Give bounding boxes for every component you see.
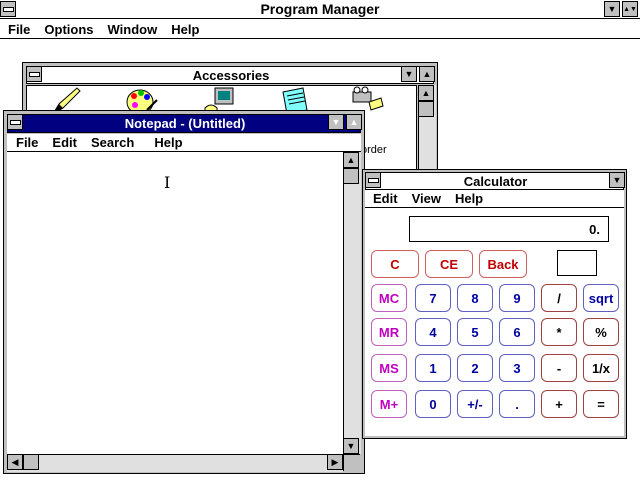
notepad-scroll-left-icon[interactable]: ◀ [7,454,23,470]
notepad-vscroll-thumb[interactable] [343,168,359,184]
digit-1-button[interactable]: 1 [415,354,451,382]
accessories-titlebar[interactable]: Accessories ▼ ▲ [26,66,435,84]
notepad-horizontal-scrollbar[interactable]: ◀ ▶ [7,454,343,472]
sign-button[interactable]: +/- [457,390,493,418]
notepad-titlebar[interactable]: Notepad - (Untitled) ▼ ▲ [7,114,362,133]
divide-button[interactable]: / [541,284,577,312]
digit-6-button[interactable]: 6 [499,318,535,346]
accessories-minimize-icon[interactable]: ▼ [401,66,417,82]
menu-options[interactable]: Options [44,21,94,37]
notepad-menu-help[interactable]: Help [154,135,183,150]
notepad-menu-search[interactable]: Search [90,135,135,150]
calculator-titlebar[interactable]: Calculator ▼ [365,172,625,190]
menu-help[interactable]: Help [171,21,200,37]
calculator-display: 0. [409,216,609,242]
subtract-button[interactable]: - [541,354,577,382]
system-menu-icon[interactable] [0,1,16,17]
program-manager-title: Program Manager [260,1,380,17]
notepad-scroll-up-icon[interactable]: ▲ [343,152,359,168]
accessories-system-menu-icon[interactable] [26,66,42,82]
program-manager-titlebar[interactable]: Program Manager ▼ ▲▼ [0,0,640,19]
notepad-window: Notepad - (Untitled) ▼ ▲ File Edit Searc… [3,110,365,474]
notepad-scroll-down-icon[interactable]: ▼ [343,438,359,454]
memory-indicator [557,250,597,276]
digit-0-button[interactable]: 0 [415,390,451,418]
digit-2-button[interactable]: 2 [457,354,493,382]
scroll-up-icon[interactable]: ▲ [418,85,434,101]
menu-file[interactable]: File [8,21,31,37]
notepad-text-area[interactable] [7,152,343,454]
calculator-menu-help[interactable]: Help [454,191,484,206]
decimal-button[interactable]: . [499,390,535,418]
memory-store-button[interactable]: MS [371,354,407,382]
text-cursor-icon: I [164,173,171,192]
notepad-size-box [343,454,360,471]
multiply-button[interactable]: * [541,318,577,346]
recorder-icon[interactable] [351,86,385,118]
calculator-menu-edit[interactable]: Edit [373,191,398,206]
calculator-menu-view[interactable]: View [411,191,441,206]
calculator-system-menu-icon[interactable] [365,172,381,188]
memory-add-button[interactable]: M+ [371,390,407,418]
notepad-menu-edit[interactable]: Edit [52,135,77,150]
recorder-icon-label: order [361,144,387,156]
menu-window[interactable]: Window [107,21,158,37]
notepad-vertical-scrollbar[interactable]: ▲ ▼ [343,152,361,454]
memory-clear-button[interactable]: MC [371,284,407,312]
notepad-minimize-icon[interactable]: ▼ [328,114,344,130]
restore-icon[interactable]: ▲▼ [622,1,638,17]
digit-4-button[interactable]: 4 [415,318,451,346]
sqrt-button[interactable]: sqrt [583,284,619,312]
scroll-thumb[interactable] [418,101,434,117]
clear-entry-button[interactable]: CE [425,250,473,278]
calculator-title: Calculator [463,174,528,189]
digit-7-button[interactable]: 7 [415,284,451,312]
digit-3-button[interactable]: 3 [499,354,535,382]
notepad-menu-file[interactable]: File [16,135,39,150]
equals-button[interactable]: = [583,390,619,418]
notepad-scroll-right-icon[interactable]: ▶ [327,454,343,470]
digit-9-button[interactable]: 9 [499,284,535,312]
menubar-divider [0,38,640,39]
memory-recall-button[interactable]: MR [371,318,407,346]
percent-button[interactable]: % [583,318,619,346]
add-button[interactable]: + [541,390,577,418]
notepad-system-menu-icon[interactable] [7,114,23,130]
minimize-icon[interactable]: ▼ [604,1,620,17]
reciprocal-button[interactable]: 1/x [583,354,619,382]
notepad-maximize-icon[interactable]: ▲ [346,114,362,130]
notepad-menubar: File Edit Search Help [7,134,361,152]
digit-5-button[interactable]: 5 [457,318,493,346]
digit-8-button[interactable]: 8 [457,284,493,312]
notepad-hscroll-thumb[interactable] [23,454,39,470]
calculator-minimize-icon[interactable]: ▼ [609,172,625,188]
program-manager-menubar: File Options Window Help [8,19,213,39]
calculator-menubar: Edit View Help [365,190,624,208]
clear-button[interactable]: C [371,250,419,278]
paintbrush-icon[interactable] [125,86,159,118]
accessories-title: Accessories [192,68,270,83]
calculator-body [365,208,624,436]
accessories-maximize-icon[interactable]: ▲ [419,66,435,82]
notepad-title: Notepad - (Untitled) [124,116,246,131]
backspace-button[interactable]: Back [479,250,527,278]
